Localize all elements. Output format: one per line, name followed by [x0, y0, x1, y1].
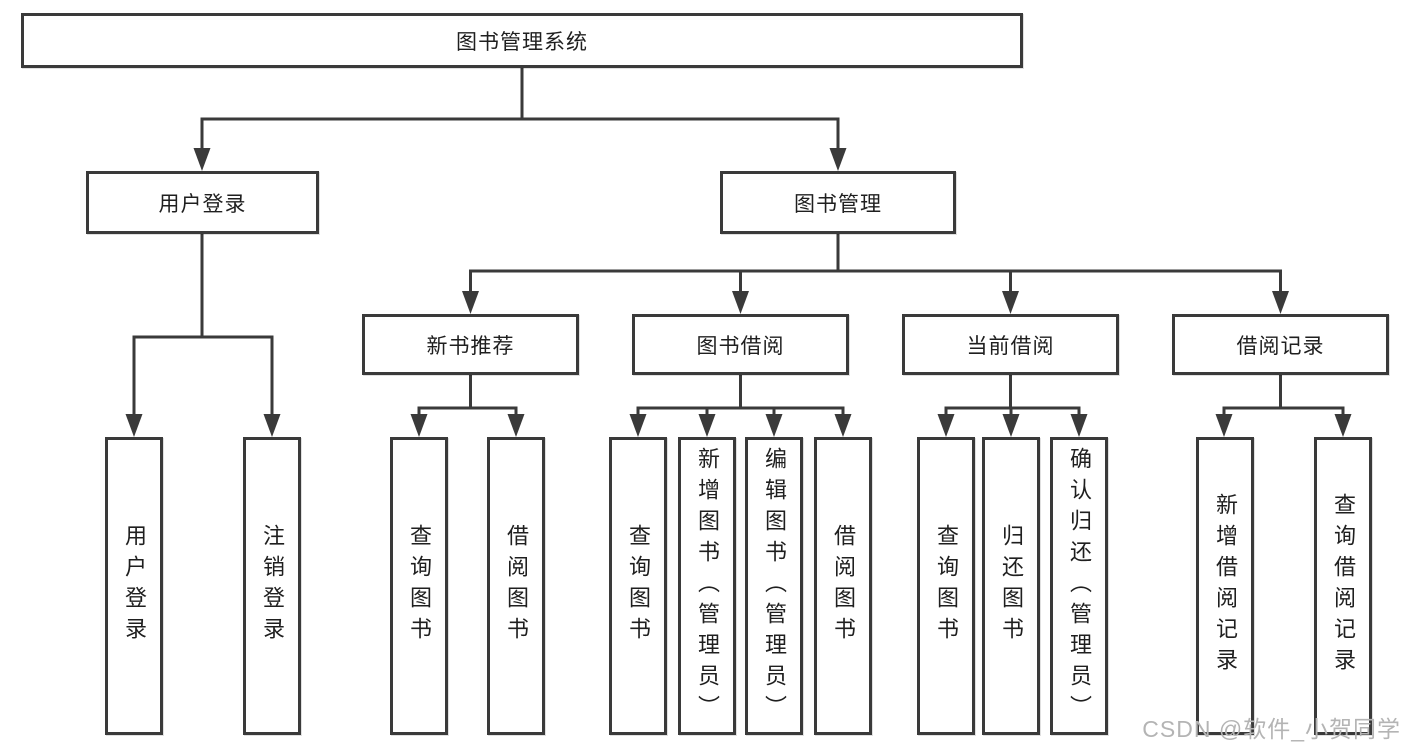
node-label: 编辑图书（管理员）: [762, 446, 787, 726]
node-label: 借阅图书: [504, 524, 529, 648]
node-label: 查询借阅记录: [1331, 493, 1356, 679]
node-label: 借阅记录: [1236, 334, 1325, 358]
leaf-query-borrow-record: 查询借阅记录: [1314, 437, 1372, 735]
node-new-book-recommend: 新书推荐: [362, 314, 579, 375]
connector-root-to-level2: [193, 68, 847, 171]
node-label: 新书推荐: [426, 334, 515, 358]
node-label: 新增借阅记录: [1213, 493, 1238, 679]
node-book-management: 图书管理: [720, 171, 956, 234]
node-label: 新增图书（管理员）: [695, 446, 720, 726]
node-current-borrowing: 当前借阅: [902, 314, 1119, 375]
csdn-watermark: CSDN @软件_小贺同学: [1142, 716, 1401, 742]
node-user-login: 用户登录: [86, 171, 319, 234]
node-label: 查询图书: [626, 524, 651, 648]
leaf-query-books-current: 查询图书: [917, 437, 975, 735]
connector-borrowing-records-to-leaves: [1215, 375, 1352, 437]
connector-book-management-to-level3: [462, 234, 1289, 314]
leaf-add-borrow-record: 新增借阅记录: [1196, 437, 1254, 735]
leaf-query-books-borrow: 查询图书: [609, 437, 667, 735]
node-label: 注销登录: [260, 524, 285, 648]
connector-new-book-recommend-to-leaves: [410, 375, 525, 437]
node-borrowing-records: 借阅记录: [1172, 314, 1389, 375]
node-label: 用户登录: [158, 192, 247, 216]
leaf-add-books-admin: 新增图书（管理员）: [678, 437, 736, 735]
leaf-logout: 注销登录: [243, 437, 301, 735]
node-label: 归还图书: [999, 524, 1024, 648]
connector-current-borrowing-to-leaves: [937, 375, 1088, 437]
node-label: 当前借阅: [966, 334, 1055, 358]
leaf-query-books-recommend: 查询图书: [390, 437, 448, 735]
node-label: 确认归还（管理员）: [1067, 446, 1092, 726]
node-label: 图书管理: [794, 192, 882, 216]
node-label: 查询图书: [407, 524, 432, 648]
leaf-return-books: 归还图书: [982, 437, 1040, 735]
node-label: 借阅图书: [831, 524, 856, 648]
node-book-borrowing: 图书借阅: [632, 314, 849, 375]
node-root-library-system: 图书管理系统: [21, 13, 1023, 68]
leaf-borrow-books-recommend: 借阅图书: [487, 437, 545, 735]
node-label: 查询图书: [934, 524, 959, 648]
leaf-borrow-books: 借阅图书: [814, 437, 872, 735]
leaf-edit-books-admin: 编辑图书（管理员）: [745, 437, 803, 735]
connector-user-login-to-leaves: [125, 234, 281, 437]
node-label: 图书借阅: [696, 334, 785, 358]
node-label: 用户登录: [122, 524, 147, 648]
node-label: 图书管理系统: [456, 30, 588, 54]
leaf-user-login: 用户登录: [105, 437, 163, 735]
connector-book-borrowing-to-leaves: [629, 375, 852, 437]
leaf-confirm-return-admin: 确认归还（管理员）: [1050, 437, 1108, 735]
